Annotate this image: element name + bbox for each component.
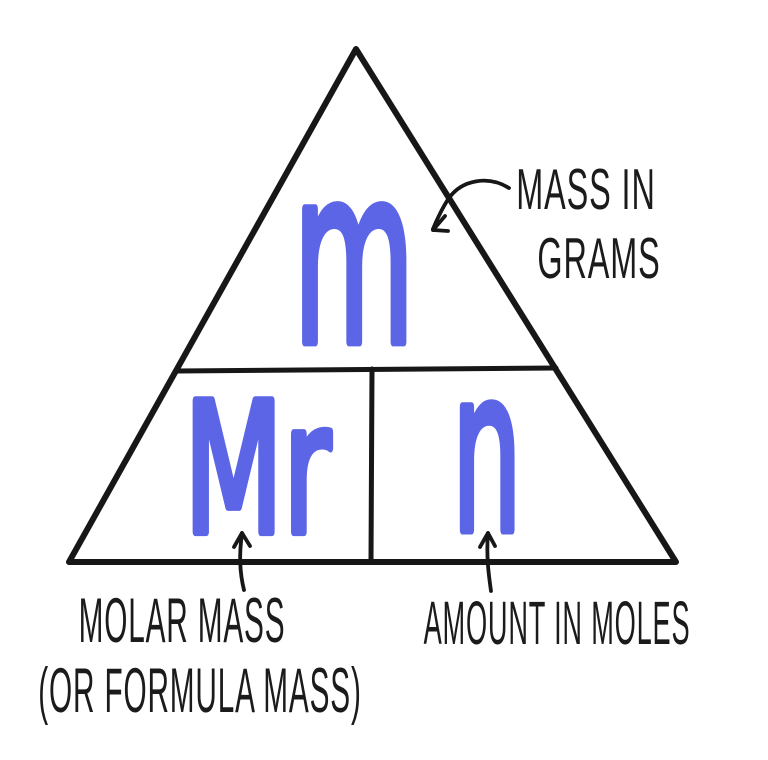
symbol-moles: n [452, 320, 522, 583]
amount-arrow-icon [478, 531, 497, 593]
symbol-molar-mass: Mr [184, 365, 331, 575]
molar-mass-arrow-icon [232, 531, 252, 592]
horizontal-divider-line [174, 365, 559, 374]
symbol-mass: m [293, 115, 415, 399]
amount-label: AMOUNT IN MOLES [424, 590, 691, 658]
mass-label-line1: MASS IN [516, 157, 655, 221]
vertical-divider-line [368, 366, 375, 564]
molar-mass-label-line2: (OR FORMULA MASS) [38, 656, 361, 726]
molar-mass-label-line1: MOLAR MASS [79, 586, 286, 656]
mass-label-line2: GRAMS [537, 226, 660, 290]
mass-arrow-icon [431, 178, 511, 233]
